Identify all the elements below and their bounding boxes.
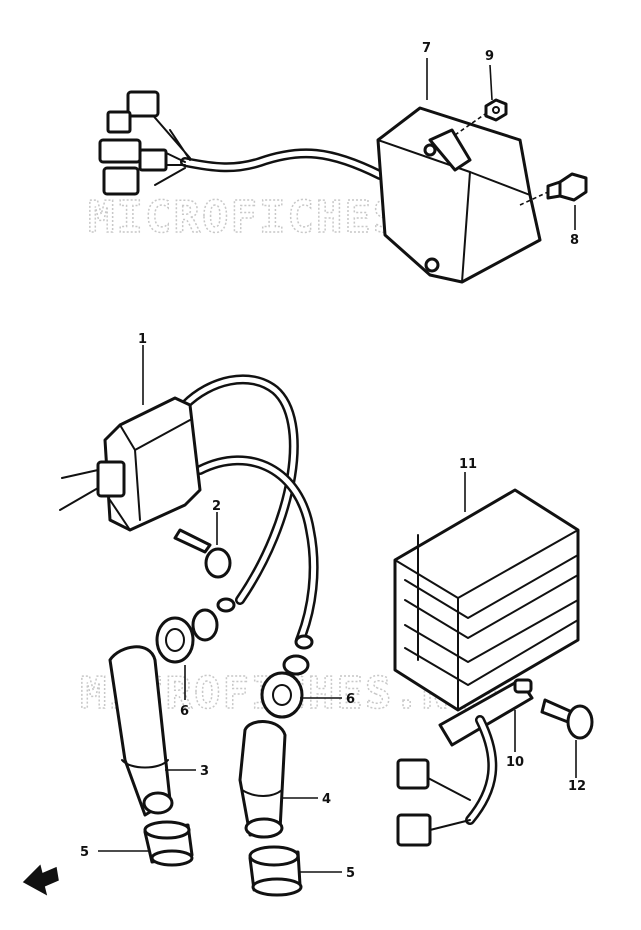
callout-10: 10 [506, 755, 524, 770]
bolt-12[interactable] [540, 698, 594, 740]
callout-6b: 6 [346, 692, 355, 707]
callout-3: 3 [200, 764, 209, 779]
connector-mid [106, 110, 132, 134]
callout-1: 1 [138, 332, 147, 347]
callout-5b: 5 [346, 866, 355, 881]
cap-5a[interactable] [143, 820, 194, 867]
front-arrow-icon [22, 864, 59, 896]
grommet-6b[interactable] [260, 654, 310, 719]
cdi-unit[interactable] [98, 90, 542, 284]
callout-8: 8 [570, 233, 579, 248]
bolt-8[interactable] [546, 172, 588, 202]
connector-bottom [102, 166, 140, 196]
callout-5a: 5 [80, 845, 89, 860]
nut-9[interactable] [484, 98, 508, 122]
plug-cap-3[interactable] [108, 645, 174, 817]
callout-4: 4 [322, 792, 331, 807]
connector-top [126, 90, 160, 118]
callout-6a: 6 [180, 704, 189, 719]
bolt-2[interactable] [173, 528, 232, 579]
callout-7: 7 [422, 41, 431, 56]
grommet-6a[interactable] [155, 608, 219, 664]
callout-12: 12 [568, 779, 586, 794]
connector-small [138, 148, 168, 172]
connector-left [98, 138, 142, 164]
callout-11: 11 [459, 457, 477, 472]
cap-5b[interactable] [248, 845, 303, 897]
callout-9: 9 [485, 49, 494, 64]
plug-cap-4[interactable] [238, 720, 287, 839]
ignition-coil[interactable] [59, 374, 319, 650]
callout-2: 2 [212, 499, 221, 514]
regulator-rectifier[interactable] [393, 488, 580, 847]
